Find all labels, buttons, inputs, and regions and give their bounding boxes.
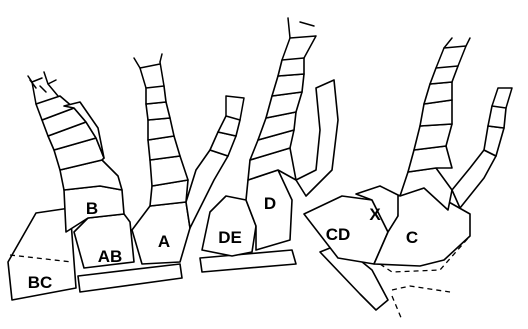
label-b: B [86, 199, 98, 218]
label-x: X [369, 205, 381, 224]
base-plate-left [78, 264, 182, 292]
label-c: C [406, 228, 418, 247]
ray-c-group [304, 38, 512, 320]
label-cd: CD [326, 225, 351, 244]
label-de: DE [218, 228, 242, 247]
label-a: A [158, 232, 170, 251]
label-bc: BC [28, 273, 53, 292]
label-d: D [264, 194, 276, 213]
label-ab: AB [98, 247, 123, 266]
